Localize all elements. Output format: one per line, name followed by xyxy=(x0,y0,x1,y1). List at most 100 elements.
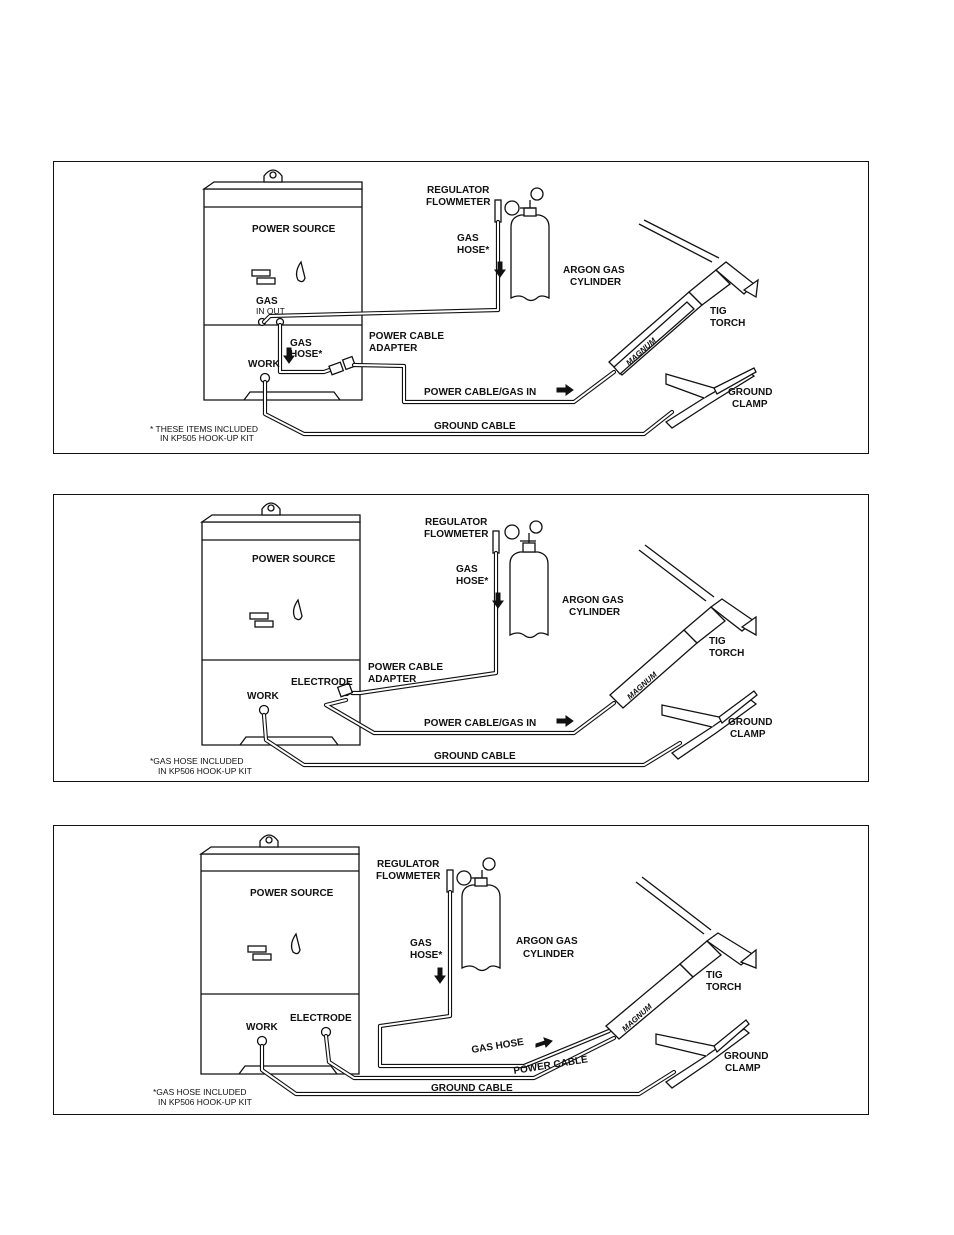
label-torch: TORCH xyxy=(710,318,745,329)
label-regulator: REGULATOR xyxy=(377,859,440,870)
label-argon-gas: ARGON GAS xyxy=(562,595,624,606)
label-ground-cable: GROUND CABLE xyxy=(434,751,516,762)
tig-torch: MAGNUM xyxy=(608,219,759,376)
label-power-source: POWER SOURCE xyxy=(252,554,336,565)
ground-clamp xyxy=(664,367,757,429)
label-hose: HOSE* xyxy=(457,245,489,256)
handle-icon xyxy=(247,945,267,953)
knob-icon xyxy=(290,932,301,955)
regulator-cylinder xyxy=(494,187,550,302)
power-source-cabinet xyxy=(198,834,360,1075)
label-ground-cable: GROUND CABLE xyxy=(434,421,516,432)
label-tig: TIG xyxy=(706,970,723,981)
label-torch: TORCH xyxy=(706,982,741,993)
label-ground-cable: GROUND CABLE xyxy=(431,1083,513,1094)
power-cable-adapter xyxy=(336,682,354,698)
flowmeter-tube-icon xyxy=(446,869,454,893)
diagram-panel-3: MAGNUM POWER SOURCE REGULATOR FLOWMETER … xyxy=(53,825,869,1115)
label-power-cable-gas-in: POWER CABLE/GAS IN xyxy=(424,718,536,729)
valve-knob-icon xyxy=(529,520,543,534)
label-argon-gas: ARGON GAS xyxy=(516,936,578,947)
label-ground: GROUND xyxy=(728,387,772,398)
label-flowmeter: FLOWMETER xyxy=(376,871,441,882)
label-power-cable: POWER CABLE xyxy=(368,662,443,673)
note-line-1: * THESE ITEMS INCLUDED xyxy=(150,424,258,434)
flowmeter-tube-icon xyxy=(492,530,500,554)
power-cable-adapter xyxy=(328,355,357,376)
label-power-cable: POWER CABLE xyxy=(513,1054,589,1077)
label-torch: TORCH xyxy=(709,648,744,659)
argon-cylinder-icon xyxy=(510,214,550,302)
argon-cylinder-icon xyxy=(461,884,501,972)
gas-flow-down-arrow-icon xyxy=(494,261,506,278)
label-power-source: POWER SOURCE xyxy=(250,888,334,899)
note-line-1: *GAS HOSE INCLUDED xyxy=(150,756,244,766)
label-clamp: CLAMP xyxy=(730,729,766,740)
label-gas-hose: GAS HOSE xyxy=(471,1037,525,1056)
ground-clamp xyxy=(655,1019,751,1089)
handle-icon xyxy=(249,612,269,620)
label-electrode: ELECTRODE xyxy=(291,677,353,688)
note-line-1: *GAS HOSE INCLUDED xyxy=(153,1087,247,1097)
diagram-panel-1: MAGNUM POWER SOURCE REGULATOR FLOWMETER … xyxy=(53,161,869,454)
label-flowmeter: FLOWMETER xyxy=(424,529,489,540)
label-gas-inout: GAS xyxy=(256,296,278,307)
flowmeter-tube-icon xyxy=(494,199,502,223)
gauge-icon xyxy=(504,524,520,540)
power-flow-right-arrow-icon xyxy=(556,384,574,396)
label-power-cable: POWER CABLE xyxy=(369,331,444,342)
note-line-2: IN KP505 HOOK-UP KIT xyxy=(160,433,254,443)
power-source-cabinet xyxy=(201,169,363,401)
handle-icon xyxy=(251,269,271,277)
gauge-icon xyxy=(504,200,520,216)
label-regulator: REGULATOR xyxy=(425,517,488,528)
diagram-panel-2: MAGNUM POWER SOURCE REGULATOR FLOWMETER … xyxy=(53,494,869,782)
ground-clamp xyxy=(661,690,758,760)
label-tig: TIG xyxy=(709,636,726,647)
tig-torch: MAGNUM xyxy=(609,544,757,709)
label-clamp: CLAMP xyxy=(725,1063,761,1074)
label-gas: GAS xyxy=(456,564,478,575)
note-line-2: IN KP506 HOOK-UP KIT xyxy=(158,1097,252,1107)
label-gas: GAS xyxy=(457,233,479,244)
knob-icon xyxy=(295,260,306,283)
label-adapter: ADAPTER xyxy=(368,674,417,685)
gas-flow-right-arrow-icon xyxy=(535,1037,553,1048)
label-flowmeter: FLOWMETER xyxy=(426,197,491,208)
diagram-1-svg: MAGNUM POWER SOURCE REGULATOR FLOWMETER … xyxy=(150,169,772,443)
tig-torch: MAGNUM xyxy=(605,876,757,1040)
argon-cylinder-icon xyxy=(509,551,549,639)
knob-icon xyxy=(292,598,303,621)
regulator-cylinder xyxy=(446,857,501,972)
diagram-2-svg: MAGNUM POWER SOURCE REGULATOR FLOWMETER … xyxy=(150,502,772,776)
label-hose: HOSE* xyxy=(410,950,442,961)
label-hose: HOSE* xyxy=(456,576,488,587)
label-gas: GAS xyxy=(410,938,432,949)
label-regulator: REGULATOR xyxy=(427,185,490,196)
regulator-cylinder xyxy=(492,520,549,639)
valve-knob-icon xyxy=(482,857,496,871)
valve-knob-icon xyxy=(530,187,544,201)
label-ground: GROUND xyxy=(728,717,772,728)
label-cylinder: CYLINDER xyxy=(570,277,622,288)
label-adapter: ADAPTER xyxy=(369,343,418,354)
note-line-2: IN KP506 HOOK-UP KIT xyxy=(158,766,252,776)
label-tig: TIG xyxy=(710,306,727,317)
label-work: WORK xyxy=(247,691,279,702)
label-power-cable-gas-in: POWER CABLE/GAS IN xyxy=(424,387,536,398)
label-cylinder: CYLINDER xyxy=(523,949,575,960)
label-power-source: POWER SOURCE xyxy=(252,224,336,235)
label-cylinder: CYLINDER xyxy=(569,607,621,618)
label-in-out: IN OUT xyxy=(256,306,285,316)
label-ground: GROUND xyxy=(724,1051,768,1062)
label-argon-gas: ARGON GAS xyxy=(563,265,625,276)
gas-flow-down-arrow-icon-2 xyxy=(283,347,295,364)
label-clamp: CLAMP xyxy=(732,399,768,410)
label-hose-2: HOSE* xyxy=(290,349,322,360)
gas-flow-down-arrow-icon xyxy=(492,592,504,609)
label-electrode: ELECTRODE xyxy=(290,1013,352,1024)
gauge-icon xyxy=(456,870,472,886)
label-work: WORK xyxy=(246,1022,278,1033)
power-flow-right-arrow-icon xyxy=(556,715,574,727)
label-gas-2: GAS xyxy=(290,338,312,349)
